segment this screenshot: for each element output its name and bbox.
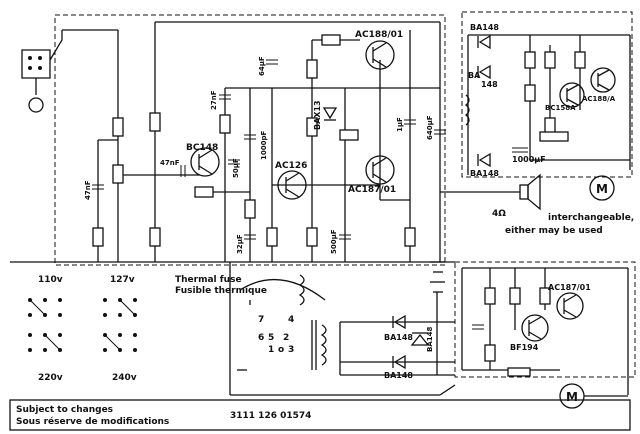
- din-input-connector: [21, 29, 118, 113]
- transistor-q1-symbol: [365, 40, 395, 70]
- resistor-r11: [306, 117, 318, 137]
- transistor-q3-symbol: [190, 147, 220, 177]
- resistor-r3: [92, 227, 104, 247]
- transistor-q4-symbol: [277, 170, 307, 200]
- tap-6: 6: [258, 333, 264, 343]
- resistor-r4: [149, 112, 161, 132]
- tap-3: 3: [288, 345, 294, 355]
- label-q6: BC158A: [545, 104, 576, 112]
- top-right-diodes: [477, 34, 491, 168]
- label-either-used: either may be used: [505, 226, 603, 236]
- label-127v: 127v: [110, 275, 135, 285]
- label-fusible: Fusible thermique: [175, 286, 267, 296]
- label-c11: 1000µF: [512, 155, 546, 164]
- label-110v: 110v: [38, 275, 63, 285]
- tap-5: 5: [268, 333, 274, 343]
- label-c10: 640µF: [426, 115, 434, 140]
- resistor-r5: [149, 227, 161, 247]
- resistor-r13: [339, 129, 359, 141]
- label-q5: AC187/01: [348, 185, 396, 195]
- resistor-r7: [194, 186, 214, 198]
- resistor-r6: [219, 114, 231, 134]
- amplifier-board-frame: [54, 14, 446, 266]
- voltage-selector-127-240: [103, 298, 137, 352]
- label-q7: AC188/A: [582, 95, 616, 103]
- label-c9: 1µF: [396, 117, 404, 132]
- resistor-r9: [266, 227, 278, 247]
- motor-regulator-frame-top: [461, 11, 633, 178]
- label-240v: 240v: [112, 373, 137, 383]
- transistor-q9-symbol: [556, 292, 584, 320]
- resistor-r14: [306, 227, 318, 247]
- label-c5: 50µF: [232, 158, 240, 178]
- tap-7: 7: [258, 315, 264, 325]
- battery-symbol: [430, 261, 445, 375]
- voltage-selector-110-220: [28, 298, 62, 352]
- label-c3: 1000pF: [260, 131, 268, 160]
- motor-bottom-symbol: M: [559, 383, 628, 409]
- footer-subject-to-changes: Subject to changes: [16, 405, 113, 415]
- transistor-q7-symbol: [590, 67, 616, 93]
- label-d2: BA: [468, 71, 481, 80]
- label-c1: 64µF: [258, 56, 266, 76]
- diode-bax13-symbol: [322, 107, 338, 121]
- label-d1: BA148: [470, 23, 499, 32]
- label-q8: BF194: [510, 343, 539, 352]
- resistor-r2: [112, 164, 124, 184]
- motor-regulator-frame-bottom: [454, 261, 636, 378]
- label-q9: AC187/01: [548, 283, 591, 292]
- motor-top-symbol: M: [589, 175, 615, 201]
- tap-4: 4: [288, 315, 294, 325]
- label-c4: 47nF: [160, 159, 180, 167]
- label-c7: 32µF: [236, 234, 244, 254]
- tap-2: 2: [283, 333, 289, 343]
- label-220v: 220v: [38, 373, 63, 383]
- label-q3: BC148: [186, 143, 218, 153]
- footer-part-number: 3111 126 01574: [230, 411, 311, 421]
- label-c6: 47nF: [84, 180, 92, 200]
- power-transformer: [239, 274, 327, 370]
- label-speaker-ohms: 4Ω: [492, 209, 506, 219]
- resistor-r12: [321, 34, 341, 46]
- resistor-r8: [244, 199, 256, 219]
- transistor-q5-symbol: [365, 155, 395, 185]
- label-q2: BAX13: [313, 100, 322, 130]
- transistor-q6-symbol: [559, 82, 585, 108]
- footer-sous-reserve: Sous réserve de modifications: [16, 416, 169, 427]
- resistor-r10: [306, 59, 318, 79]
- label-d3: BA148: [470, 169, 499, 178]
- label-c8: 500µF: [330, 229, 338, 254]
- footer-box: [9, 399, 631, 431]
- tap-0: o: [278, 345, 284, 355]
- capacitor-symbols: [92, 59, 446, 240]
- svg-text:M: M: [566, 390, 578, 404]
- label-thermal-fuse: Thermal fuse: [175, 275, 242, 285]
- svg-text:M: M: [596, 182, 608, 196]
- label-d5: BA148: [384, 371, 413, 380]
- label-c2: 27nF: [210, 90, 218, 110]
- label-q4: AC126: [275, 161, 307, 171]
- label-d6: BA148: [426, 327, 434, 352]
- label-d2b: 148: [481, 80, 498, 89]
- label-interchangeable: interchangeable,: [548, 213, 634, 223]
- resistor-r15: [404, 227, 416, 247]
- label-q1: AC188/01: [355, 30, 403, 40]
- tap-1: 1: [268, 345, 274, 355]
- label-d4: BA148: [384, 333, 413, 342]
- rectifier-diodes: [339, 314, 455, 375]
- resistor-r1: [112, 117, 124, 137]
- transistor-q8-symbol: [521, 314, 549, 342]
- speaker-symbol: [440, 173, 541, 211]
